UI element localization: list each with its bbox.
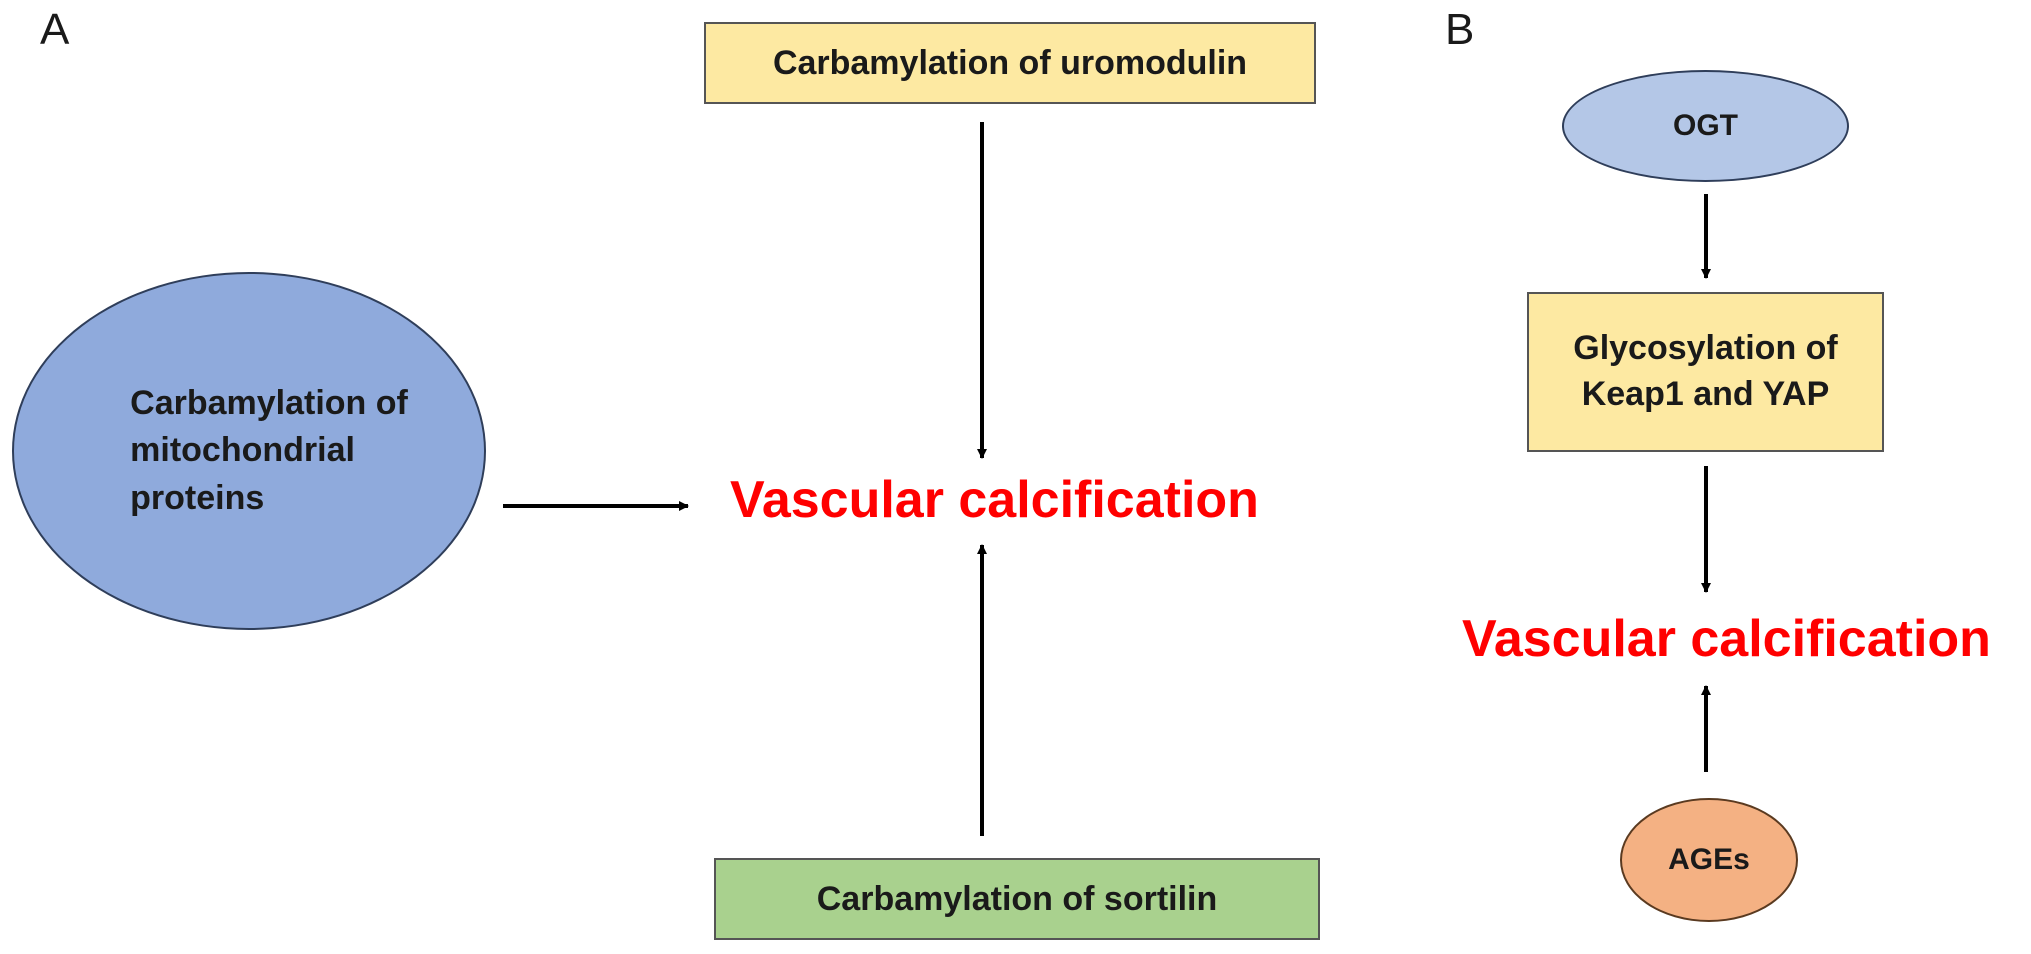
panel-a-vascular-calcification: Vascular calcification [730, 471, 1259, 529]
mitochondrial-line-2: mitochondrial [130, 431, 355, 470]
panel-b-vascular-calcification: Vascular calcification [1462, 610, 1991, 668]
mitochondrial-line-3: proteins [130, 478, 265, 517]
carbamylation-sortilin-box: Carbamylation of sortilin [714, 858, 1320, 940]
panel-a-label: A [40, 5, 70, 54]
ages-ellipse: AGEs [1620, 798, 1798, 922]
mitochondrial-line-1: Carbamylation of [130, 383, 408, 422]
glycosylation-line-2: Keap1 and YAP [1581, 375, 1830, 413]
glycosylation-line-1: Glycosylation of [1573, 329, 1838, 368]
carbamylation-uromodulin-box: Carbamylation of uromodulin [704, 22, 1316, 104]
carbamylation-mitochondrial-proteins-ellipse: Carbamylation of mitochondrial proteins [12, 272, 486, 630]
ogt-ellipse: OGT [1562, 70, 1849, 182]
panel-b-label: B [1445, 5, 1475, 54]
glycosylation-keap1-yap-box: Glycosylation of Keap1 and YAP [1527, 292, 1884, 452]
